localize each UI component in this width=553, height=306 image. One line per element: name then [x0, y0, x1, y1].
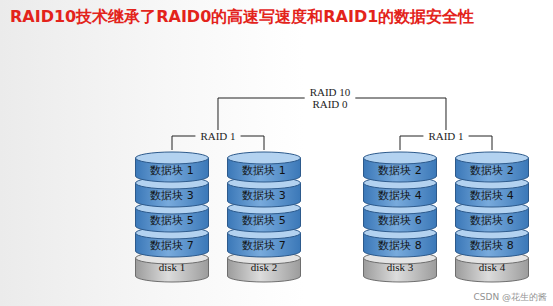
- block-label: 数据块 1: [135, 163, 209, 178]
- block-label: 数据块 6: [455, 213, 529, 228]
- block-label: 数据块 5: [135, 213, 209, 228]
- tree-connector: [400, 136, 423, 150]
- cylinder-top: [456, 152, 529, 164]
- tree-connector: [469, 136, 492, 150]
- block-label: 数据块 5: [227, 213, 301, 228]
- block-label: 数据块 3: [135, 188, 209, 203]
- page-title: RAID10技术继承了RAID0的高速写速度和RAID1的数据安全性: [10, 7, 474, 27]
- block-label: 数据块 7: [135, 238, 209, 253]
- raid-level-label: RAID 1: [198, 130, 237, 142]
- block-label: 数据块 2: [363, 163, 437, 178]
- block-label: 数据块 4: [363, 188, 437, 203]
- block-label: 数据块 6: [363, 213, 437, 228]
- block-label: 数据块 7: [227, 238, 301, 253]
- disk-cylinder: 数据块 7 数据块 5 数据块 3 数据块 1 disk 1: [135, 150, 209, 284]
- raid-level: RAID 0: [310, 98, 351, 110]
- block-label: 数据块 8: [455, 238, 529, 253]
- raid-level-label: RAID 1: [426, 130, 465, 142]
- watermark: CSDN @花生的酱: [473, 292, 547, 303]
- disk-caption: disk 1: [135, 261, 209, 273]
- disk-caption: disk 2: [227, 261, 301, 273]
- raid-level: RAID 10: [310, 86, 351, 98]
- disk-caption: disk 3: [363, 261, 437, 273]
- block-label: 数据块 1: [227, 163, 301, 178]
- block-label: 数据块 3: [227, 188, 301, 203]
- raid-level: RAID 1: [200, 130, 235, 142]
- data-block: 数据块 1: [227, 152, 301, 184]
- disk-cylinder: 数据块 8 数据块 6 数据块 4 数据块 2 disk 4: [455, 150, 529, 284]
- disk-name: disk 3: [363, 261, 437, 273]
- data-block: 数据块 1: [135, 152, 209, 184]
- tree-connector: [241, 136, 264, 150]
- block-label: 数据块 8: [363, 238, 437, 253]
- cylinder-top: [364, 152, 437, 164]
- raid-level-label: RAID 10RAID 0: [308, 86, 353, 110]
- block-label: 数据块 4: [455, 188, 529, 203]
- tree-connector: [355, 98, 446, 130]
- disk-cylinder: 数据块 7 数据块 5 数据块 3 数据块 1 disk 2: [227, 150, 301, 284]
- disk-name: disk 1: [135, 261, 209, 273]
- raid-level: RAID 1: [428, 130, 463, 142]
- disk-name: disk 4: [455, 261, 529, 273]
- block-label: 数据块 2: [455, 163, 529, 178]
- cylinder-top: [136, 152, 209, 164]
- tree-connector: [172, 136, 195, 150]
- disk-name: disk 2: [227, 261, 301, 273]
- tree-connector: [218, 98, 305, 130]
- cylinder-top: [228, 152, 301, 164]
- data-block: 数据块 2: [455, 152, 529, 184]
- disk-cylinder: 数据块 8 数据块 6 数据块 4 数据块 2 disk 3: [363, 150, 437, 284]
- data-block: 数据块 2: [363, 152, 437, 184]
- disk-caption: disk 4: [455, 261, 529, 273]
